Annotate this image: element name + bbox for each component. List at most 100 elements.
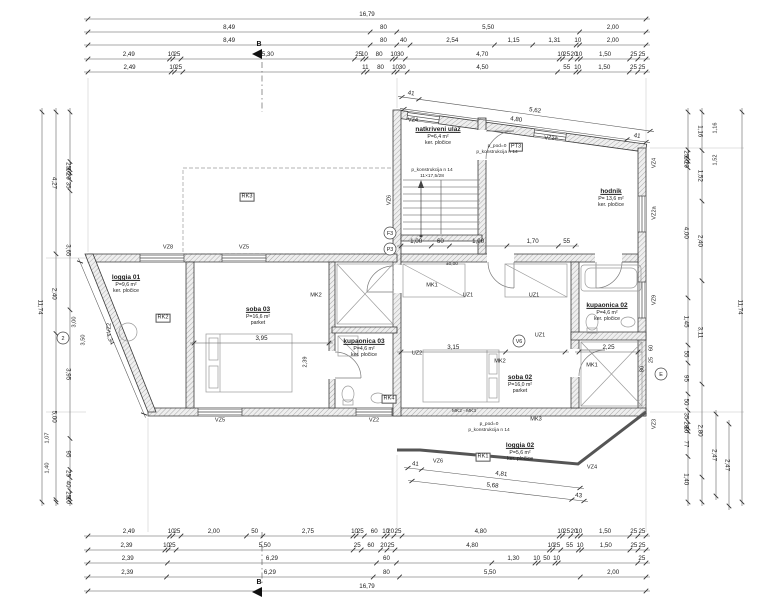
dim-value: 35 [683,412,690,419]
dim-value: 4,00 [683,227,690,240]
dim-value: 25 [354,542,361,549]
dim-value: 10 [392,64,399,71]
dim-value: 2,39 [122,555,135,562]
dim-value: 2,00 [607,569,620,576]
dim-value: 20 [380,542,387,549]
window-vz2a-top [533,128,567,142]
dim-value: 5,30 [262,51,275,58]
grid-bubble-E: E [654,367,668,381]
dim-value: 80 [380,37,387,44]
dim-value: 1,40 [683,473,690,486]
window-vz8 [139,254,185,262]
dim-value: 2,00 [208,528,221,535]
shower-kup03 [337,335,359,357]
dim-value: 10 [390,51,397,58]
dim-chain-int-soba03: 3,95 [190,335,333,346]
dim-value: 1,00 [410,238,423,245]
dim-value: 5,00 [51,411,58,424]
grid-bubble-label: E [659,372,663,378]
dim-value: 25 [395,528,402,535]
bed-soba02 [422,349,500,403]
dim-value: 10 [533,555,540,562]
dim-value: 25 [630,528,637,535]
dim-value: 5,50 [259,542,272,549]
dim-value: 2,25 [602,344,615,351]
bathtub-kup02 [580,264,642,292]
window-vz2-bottom [355,408,393,416]
dim-value: 41 [407,90,415,98]
dim-value: 25 [65,491,72,498]
dim-value: 20 [571,51,578,58]
grid-bubble-label: P3 [387,247,394,253]
dim-value: 55 [683,351,690,358]
dim-value: 50 [543,555,550,562]
windows [139,195,646,416]
dim-value: 10 [169,64,176,71]
dim-value: 2,40 [697,235,704,248]
dim-value: 5,50 [482,24,495,31]
closet-mk2 [336,263,394,325]
dim-value: 4,81 [495,470,508,478]
dim-value: 95 [683,375,690,382]
dim-value: 41 [411,460,419,468]
dim-chain-right-5: 2,47 [724,420,732,510]
canopy-outline [182,167,398,255]
dim-value: 20 [65,173,72,180]
dim-chain-diag-bot-2: 5,68 43 [407,478,589,504]
stairs [403,179,480,238]
dim-value: 2,40 [51,288,58,301]
dim-value: 3,11 [697,327,704,339]
dim-value: 43 [575,492,583,500]
dim-value: 80 [376,51,383,58]
dim-value: 2,47 [711,449,718,462]
window-vz2a-right [638,195,646,233]
dim-value: 60 [383,555,390,562]
dim-value: 2,49 [123,528,136,535]
dim-chain-diag-top-1: 415,62 [397,90,655,134]
dim-value: 16,79 [359,11,375,18]
dim-value: 95 [65,450,72,457]
dim-value: 1,52 [697,170,704,183]
building-walls [84,109,648,417]
dim-value: 5,68 [486,481,499,489]
dim-value: 25 [683,150,690,157]
dim-value: 1,50 [600,542,613,549]
section-marker: B [252,579,262,597]
window-vz4-top [406,111,440,124]
door-openings [328,130,622,379]
dim-value: 2,39 [120,542,133,549]
dim-chain-diag-left: 4,34 [76,258,148,418]
dim-value: 10 [557,528,564,535]
dim-value: 41 [633,132,641,140]
door-swings [334,130,623,379]
dim-value: 1,30 [507,555,520,562]
dim-value: 20 [683,161,690,168]
dim-value: 4,50 [476,64,489,71]
dim-value: 25 [639,542,646,549]
dim-value: 3,15 [447,344,460,351]
dim-value: 55 [563,64,570,71]
closet-uz1-top [504,263,568,298]
dim-chain-int-soba02: 3,15 [397,344,569,355]
dim-value: 10 [574,64,581,71]
dim-value: 10 [382,528,389,535]
dim-value: 3,95 [65,368,72,381]
grid-bubble-V6: V6 [512,334,526,348]
dim-value: 6,29 [264,569,277,576]
grid-bubble-label: F3 [387,231,393,237]
dim-chain-diag-bot-1: 414,81 [403,460,585,491]
closet-mk1-top [402,263,466,298]
dim-value: 40 [65,481,72,488]
toilet-kup03 [341,385,355,406]
dim-value: 6,29 [266,555,279,562]
dim-value: 25 [630,64,637,71]
dim-chain-int-kup02: 2,25 [575,344,642,355]
grid-bubble-F3: F3 [383,226,397,240]
dim-chain-bot-5: 16,79 [84,583,650,594]
